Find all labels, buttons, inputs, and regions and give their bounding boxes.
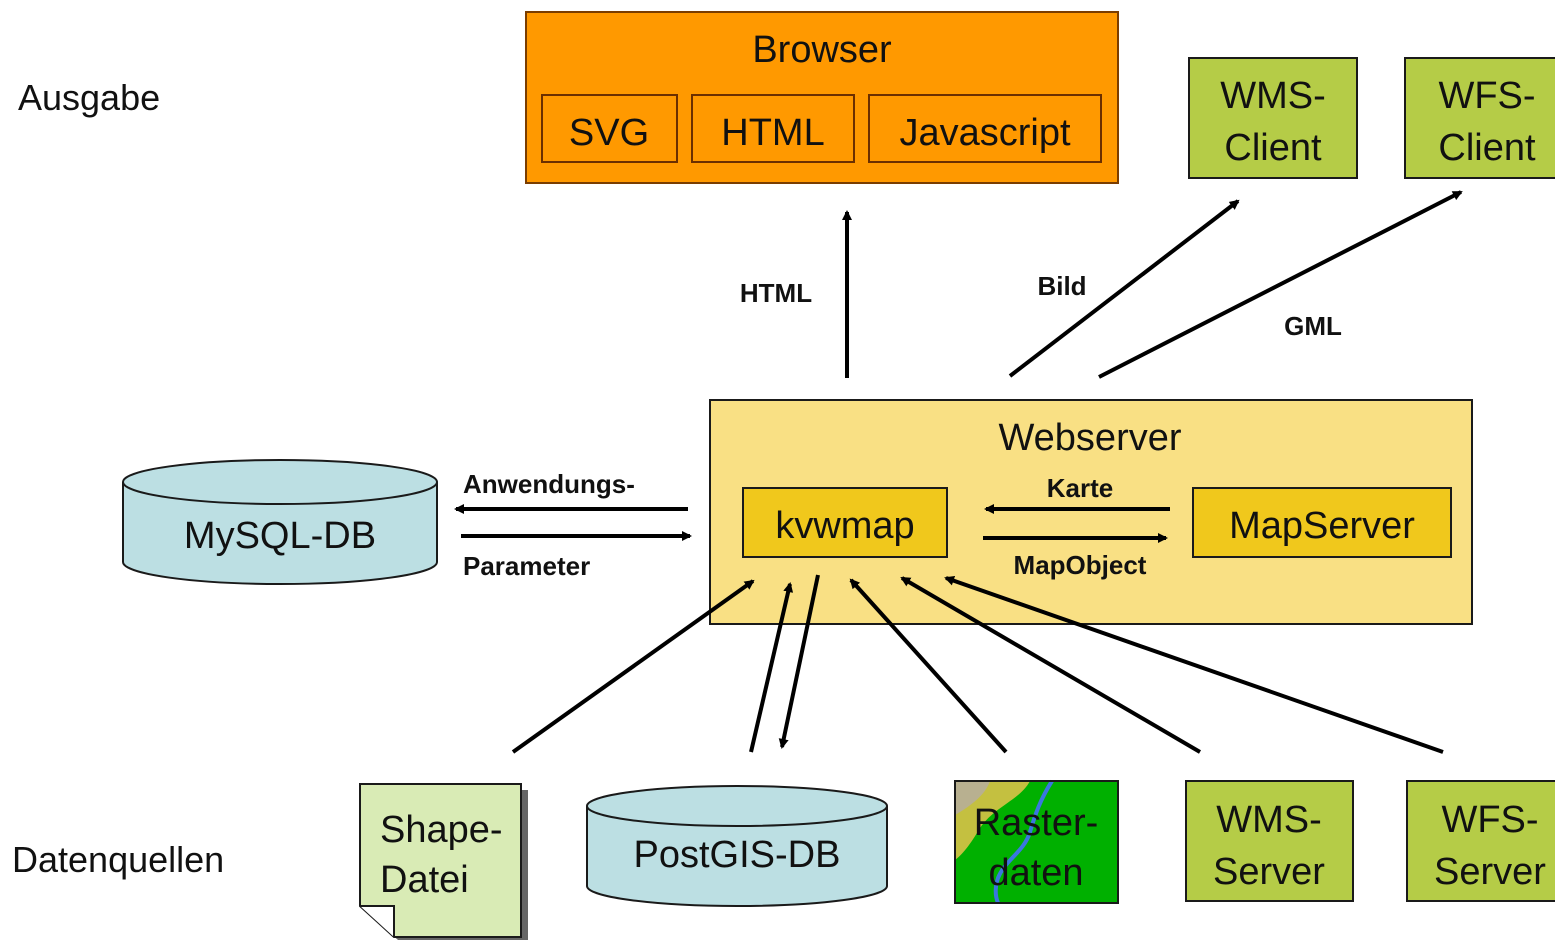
wfs-server-line2: Server [1434,851,1546,893]
sources-label: Datenquellen [12,839,224,880]
wms-server-line2: Server [1213,851,1325,893]
browser-title: Browser [752,29,892,71]
wfs-client-line2: Client [1438,127,1536,169]
webserver-title: Webserver [998,417,1181,459]
river-icon [993,779,1054,904]
postgis-db-label: PostGIS-DB [634,834,841,876]
arrow-raster-to-kvwmap [849,578,1008,754]
wfs-client-line1: WFS- [1438,75,1535,117]
webserver-box: Webserver kvwmap MapServer [709,399,1473,625]
wms-client-box: WMS- Client [1188,57,1358,179]
edge-label-gml: GML [1284,311,1342,341]
arrow-wfs-server-to-kvwmap [944,575,1444,754]
arrow-bild [1008,199,1240,378]
kvwmap-label: kvwmap [775,505,914,547]
arrow-kvwmap-to-postgis [778,574,820,749]
wms-server-line1: WMS- [1216,799,1322,841]
postgis-db-cylinder: PostGIS-DB [586,785,888,907]
kvwmap-box [742,487,948,558]
mapserver-box [1192,487,1452,558]
shape-file-doc: Shape- Datei [359,783,528,940]
edge-label-karte: Karte [1047,473,1113,503]
arrow-gml [1098,190,1463,379]
raster-data-box: Raster- daten [954,779,1119,904]
edge-label-bild: Bild [1037,271,1086,301]
mysql-db-label: MySQL-DB [184,515,376,557]
arrow-wms-server-to-kvwmap [900,576,1202,754]
mysql-db-cylinder: MySQL-DB [122,459,438,585]
edge-label-parameter: Parameter [463,551,590,581]
browser-item-svg: SVG [569,112,649,154]
browser-box: Browser SVG HTML Javascript [525,11,1119,184]
shape-file-line1: Shape- [380,809,503,851]
wms-client-line2: Client [1224,127,1322,169]
output-label: Ausgabe [18,77,160,118]
shape-file-line2: Datei [380,859,469,901]
wfs-client-box: WFS- Client [1404,57,1555,179]
edge-label-html: HTML [740,278,812,308]
wms-client-line1: WMS- [1220,75,1326,117]
browser-item-html: HTML [721,112,824,154]
wfs-server-line1: WFS- [1441,799,1538,841]
arrow-shape-to-kvwmap [511,579,755,754]
raster-line1: Raster- [974,802,1099,844]
wfs-server-box: WFS- Server [1406,780,1555,902]
browser-item-javascript: Javascript [899,112,1070,154]
mapserver-label: MapServer [1229,505,1415,547]
arrow-postgis-to-kvwmap [749,582,794,753]
edge-label-anwendungs: Anwendungs- [463,469,635,499]
raster-line2: daten [988,852,1083,894]
wms-server-box: WMS- Server [1185,780,1354,902]
edge-label-mapobject: MapObject [1014,550,1147,580]
